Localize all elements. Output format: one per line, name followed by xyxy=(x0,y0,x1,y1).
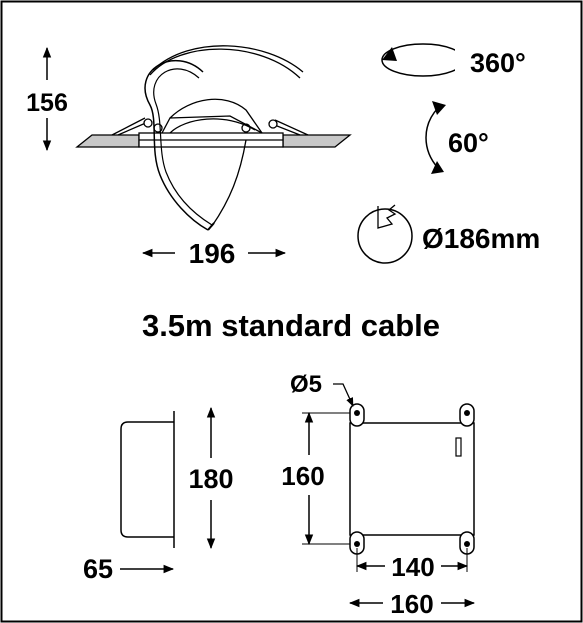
mount-hole-label: Ø5 xyxy=(290,371,322,398)
installed-height-label: 156 xyxy=(26,89,68,117)
cable-length-text: 3.5m standard cable xyxy=(142,308,440,343)
cutout-saw-icon xyxy=(357,208,413,264)
mount-hole-leader xyxy=(333,383,354,407)
driver-indicator-slot xyxy=(455,437,462,457)
installed-height-dimension: 156 xyxy=(26,46,68,152)
tilt-label: 60° xyxy=(448,128,489,158)
spring-clip-left xyxy=(111,117,149,136)
driver-side-body xyxy=(120,421,174,538)
tilt-icon xyxy=(425,107,439,169)
installed-width-dimension: 196 xyxy=(141,238,287,269)
ceiling-board-right xyxy=(282,134,352,148)
driver-side-height-label: 180 xyxy=(188,464,233,494)
tilt-60-feature: 60° xyxy=(425,101,489,174)
driver-side-depth-label: 65 xyxy=(83,554,113,584)
rotation-label: 360° xyxy=(470,48,526,78)
driver-front-width-label: 160 xyxy=(390,589,433,619)
driver-front-view: Ø5 160 140 160 xyxy=(281,371,476,619)
downlight-section-drawing xyxy=(75,45,352,231)
lamp-swing-arc xyxy=(211,139,247,227)
installed-width-label: 196 xyxy=(189,238,236,269)
tilted-body xyxy=(169,98,263,134)
hole-spacing-label: 140 xyxy=(391,552,434,582)
driver-box xyxy=(349,422,475,536)
ceiling-board-left xyxy=(75,134,140,148)
rotation-360-feature: 360° xyxy=(381,40,565,80)
cutout-diameter-label: Ø186mm xyxy=(422,223,540,254)
driver-side-view: 180 65 xyxy=(83,406,234,584)
cutout-feature: Ø186mm xyxy=(357,204,540,264)
driver-front-height-label: 160 xyxy=(281,461,324,491)
reflector-dome xyxy=(169,118,256,134)
